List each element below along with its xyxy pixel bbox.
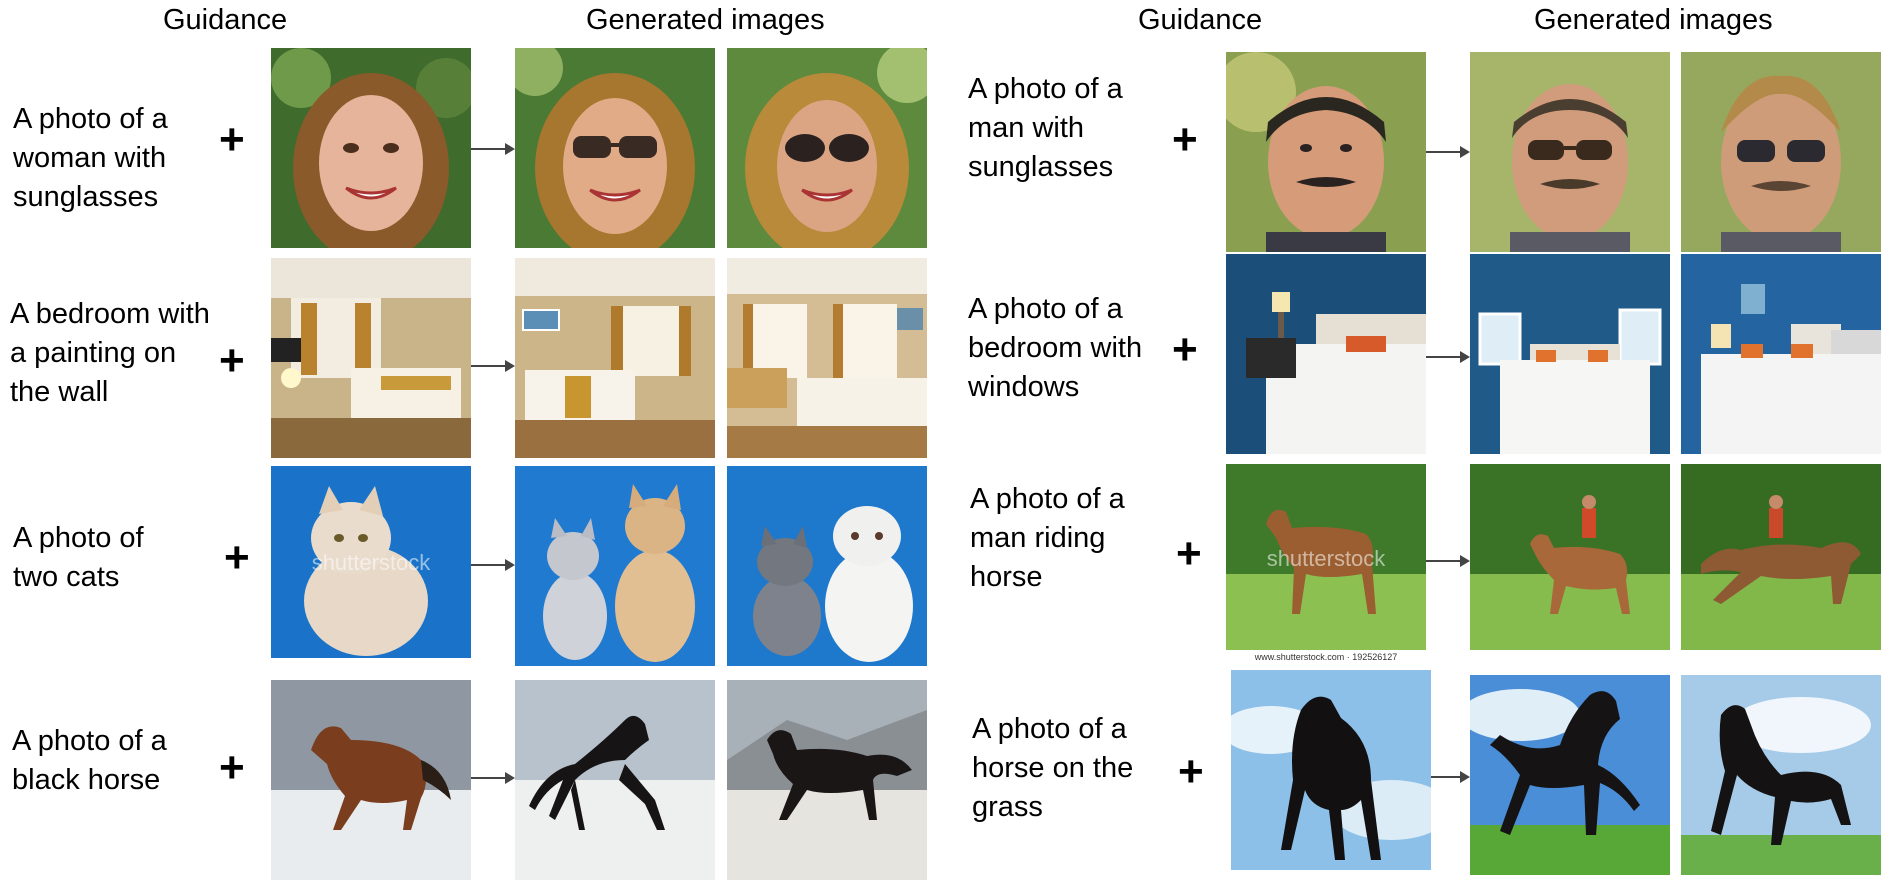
right-row1-plus: + xyxy=(1172,115,1198,164)
right-row2-guidance-image xyxy=(1226,254,1426,454)
right-row2-prompt: A photo of a bedroom with windows xyxy=(968,293,1143,403)
left-row2-guidance-image xyxy=(271,258,471,458)
right-row4-generated-image-1 xyxy=(1470,675,1670,875)
left-row3-arrow xyxy=(471,559,515,571)
right-row1-generated-image-2 xyxy=(1681,52,1881,252)
right-row2-generated-image-1 xyxy=(1470,254,1670,454)
right-row4-generated-image-2 xyxy=(1681,675,1881,875)
right-row1-guidance-image xyxy=(1226,52,1426,252)
left-row1-guidance-image xyxy=(271,48,471,248)
left-row3-generated-image-2 xyxy=(727,466,927,666)
left-row1-plus: + xyxy=(219,115,245,164)
left-row2-prompt: A bedroom with a painting on the wall xyxy=(10,298,210,408)
left-row3-generated-image-1 xyxy=(515,466,715,666)
right-row3-watermark: shutterstock xyxy=(1266,546,1386,571)
left-row1-prompt: A photo of a woman with sunglasses xyxy=(13,103,168,213)
left-row3-watermark: shutterstock xyxy=(311,550,431,575)
left-row2-plus: + xyxy=(219,336,245,385)
right-row1-generated-image-1 xyxy=(1470,52,1670,252)
right-row3-caption: www.shutterstock.com · 192526127 xyxy=(1254,652,1398,662)
left-row2-generated-image-1 xyxy=(515,258,715,458)
left-row3-plus: + xyxy=(224,533,250,582)
right-guidance-header: Guidance xyxy=(1138,4,1263,36)
right-row3-arrow xyxy=(1426,555,1470,567)
left-generated-header: Generated images xyxy=(586,4,825,36)
left-row4-generated-image-1 xyxy=(515,680,715,880)
right-row4-guidance-image xyxy=(1231,670,1431,870)
left-row3-guidance-image: shutterstock xyxy=(271,466,471,666)
left-row3-prompt: A photo of two cats xyxy=(13,522,144,593)
left-guidance-header: Guidance xyxy=(163,4,288,36)
right-row3-guidance-image: shutterstock www.shutterstock.com · 1925… xyxy=(1226,464,1426,664)
left-row4-plus: + xyxy=(219,743,245,792)
right-row3-generated-image-1 xyxy=(1470,464,1670,664)
left-row4-guidance-image xyxy=(271,680,471,880)
left-row1-arrow xyxy=(471,143,515,155)
left-row4-prompt: A photo of a black horse xyxy=(12,725,167,796)
right-row4-prompt: A photo of a horse on the grass xyxy=(972,713,1134,823)
right-row3-generated-image-2 xyxy=(1681,464,1881,664)
right-row3-plus: + xyxy=(1176,529,1202,578)
right-row4-arrow xyxy=(1431,771,1470,783)
left-row2-generated-image-2 xyxy=(727,258,927,458)
right-row1-prompt: A photo of a man with sunglasses xyxy=(968,73,1123,183)
right-row2-arrow xyxy=(1426,351,1470,363)
left-row2-arrow xyxy=(471,360,515,372)
right-generated-header: Generated images xyxy=(1534,4,1773,36)
left-row4-arrow xyxy=(471,772,515,784)
left-row1-generated-image-1 xyxy=(515,48,715,248)
left-row4-generated-image-2 xyxy=(727,680,927,880)
right-row2-generated-image-2 xyxy=(1681,254,1881,454)
right-row2-plus: + xyxy=(1172,325,1198,374)
left-row1-generated-image-2 xyxy=(727,48,927,248)
right-row3-prompt: A photo of a man riding horse xyxy=(970,483,1125,593)
right-row4-plus: + xyxy=(1178,747,1204,796)
right-row1-arrow xyxy=(1426,146,1470,158)
